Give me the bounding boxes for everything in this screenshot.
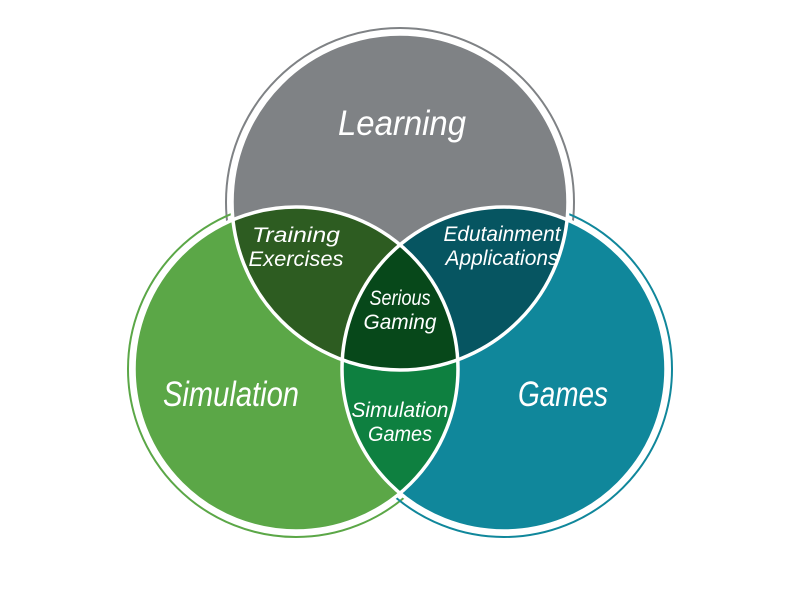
overlap-center: [342, 207, 458, 370]
label-simulation-games-line1: Simulation: [352, 399, 449, 422]
label-simulation-games-line2: Games: [368, 423, 432, 446]
label-edutainment-applications-line2: Applications: [444, 247, 559, 270]
label-edutainment-applications-line1: Edutainment: [444, 223, 562, 246]
label-games: Games: [518, 375, 608, 414]
label-serious-gaming-line2: Gaming: [364, 311, 437, 334]
label-training-exercises-line1: Training: [252, 224, 340, 247]
games-circle-outline: [340, 205, 668, 533]
label-training-exercises-line2: Exercises: [249, 248, 345, 271]
label-learning: Learning: [338, 104, 466, 143]
simulation-circle-outline: [132, 205, 460, 533]
label-simulation: Simulation: [163, 375, 299, 414]
learning-circle-outline: [230, 32, 570, 372]
label-serious-gaming-line1: Serious: [370, 287, 431, 310]
